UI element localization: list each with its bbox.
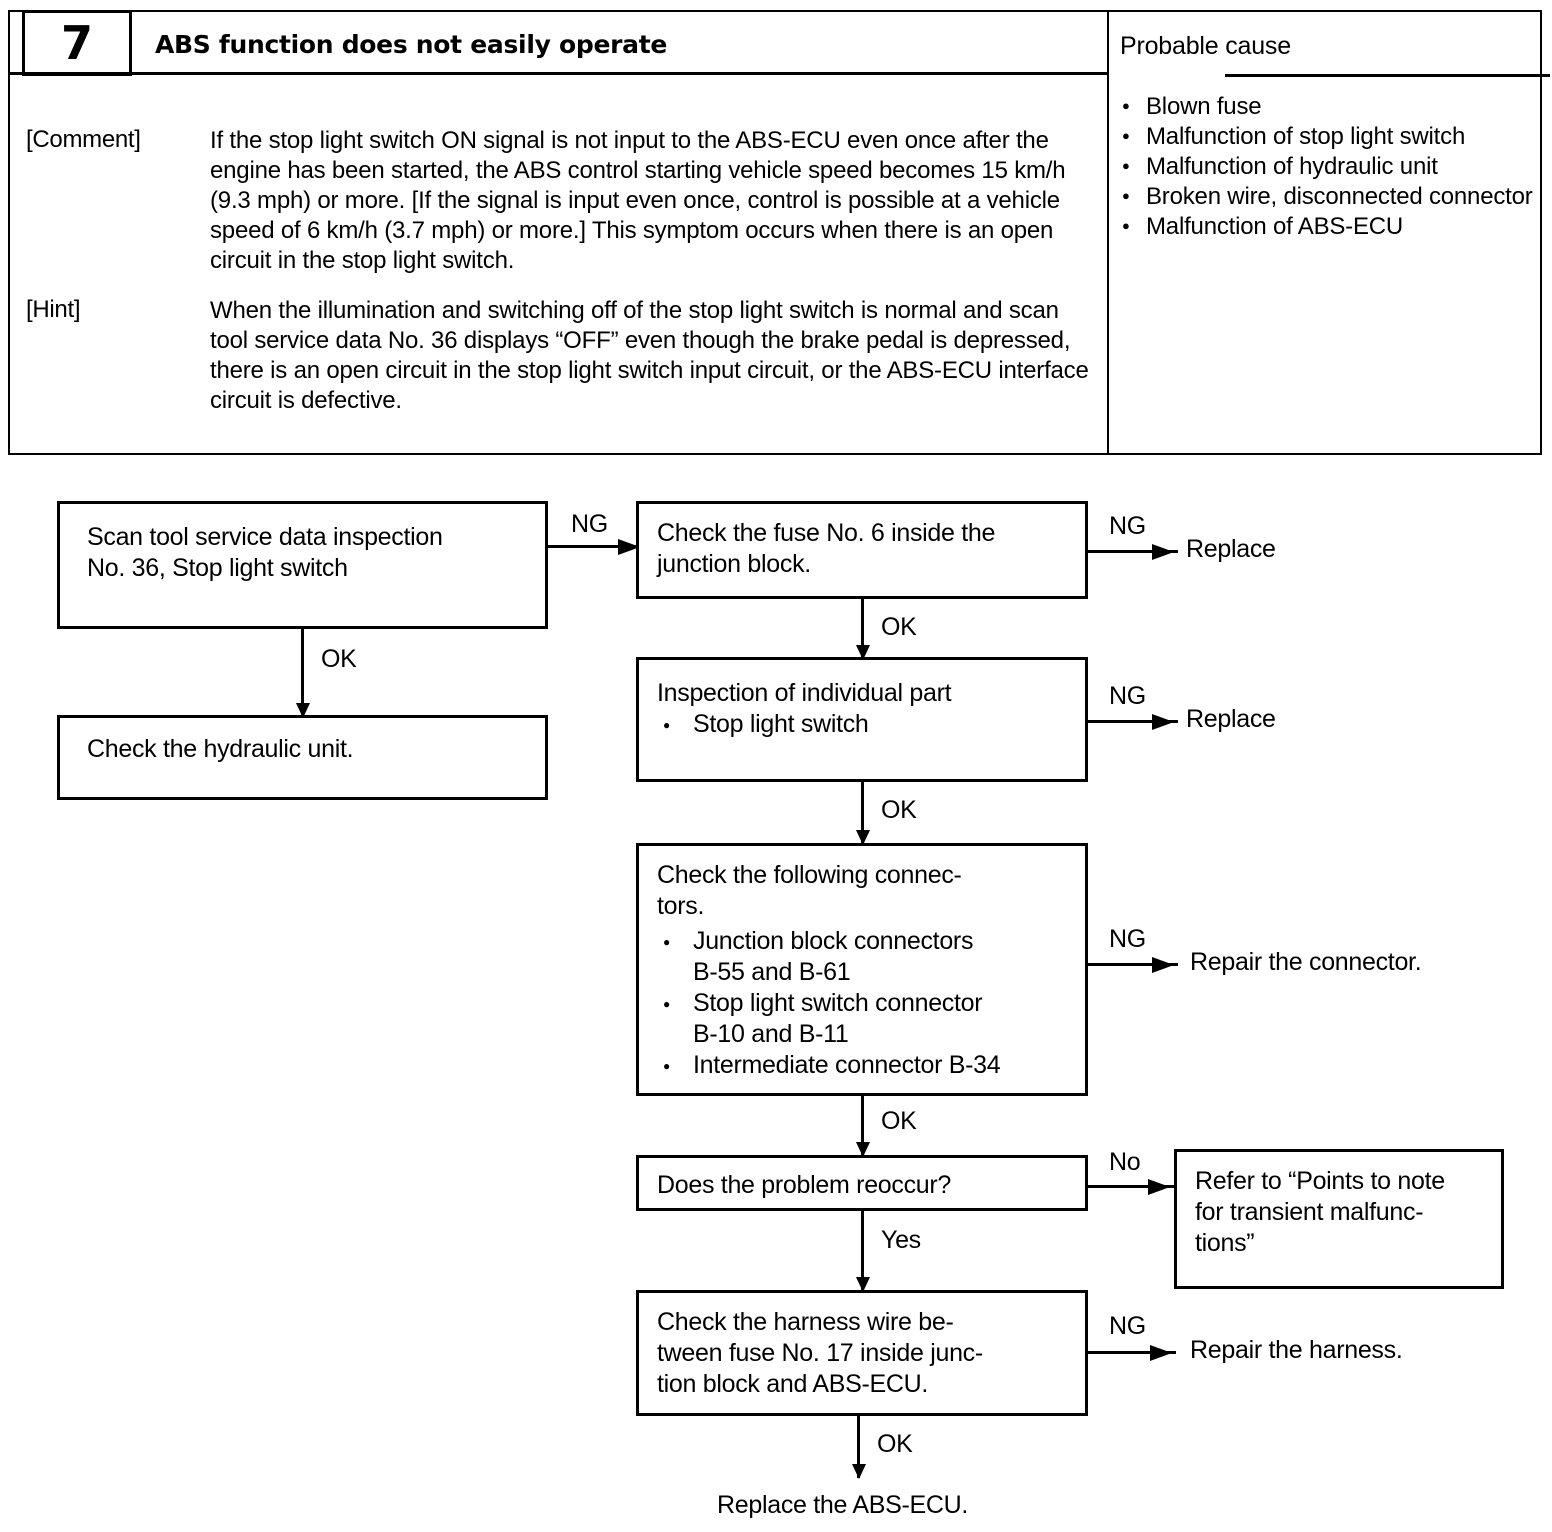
flow-box-connectors-title: Check the following connec- tors. — [657, 861, 962, 920]
flow-box-harness-check: Check the harness wire be- tween fuse No… — [636, 1290, 1088, 1416]
flow-box-fuse-check-text: Check the fuse No. 6 inside the junction… — [657, 519, 996, 578]
symptom-summary-table: 7 ABS function does not easily operate P… — [8, 10, 1550, 455]
edge-ok-harness-to-replace-ecu — [857, 1416, 860, 1478]
flow-box-connectors: Check the following connec- tors. Juncti… — [636, 843, 1088, 1096]
edge-label-ng3: NG — [1106, 682, 1149, 711]
arrow-down-icon — [296, 703, 310, 718]
edge-ok-fuse-to-inspection — [861, 599, 864, 659]
flow-box-individual-part-title: Inspection of individual part — [657, 679, 952, 707]
comment-label: [Comment] — [26, 126, 141, 153]
symptom-number-box: 7 — [22, 10, 132, 76]
edge-label-ok3: OK — [878, 796, 920, 825]
flow-box-individual-part: Inspection of individual part Stop light… — [636, 657, 1088, 782]
arrow-right-icon — [1150, 1345, 1172, 1361]
edge-ok-inspection-to-connectors — [861, 782, 864, 844]
flow-box-fuse-check: Check the fuse No. 6 inside the junction… — [636, 501, 1088, 599]
arrow-down-icon — [856, 1277, 870, 1292]
arrow-right-icon — [1148, 1179, 1170, 1195]
flow-box-transient-malfunctions-text: Refer to “Points to note for transient m… — [1195, 1167, 1445, 1257]
flow-box-problem-reoccur-text: Does the problem reoccur? — [657, 1171, 952, 1199]
flow-box-individual-part-list: Stop light switch — [659, 709, 869, 741]
symptom-number: 7 — [60, 16, 93, 70]
edge-label-ok5: OK — [874, 1430, 916, 1459]
arrow-down-icon — [856, 645, 870, 660]
arrow-right-icon — [618, 539, 640, 555]
edge-ok-scan-to-hydraulic — [301, 629, 304, 716]
table-header-rule — [10, 72, 1107, 75]
edge-yes-reoccur-to-harness — [861, 1211, 864, 1291]
probable-cause-title: Probable cause — [1120, 32, 1291, 60]
flow-box-harness-check-text: Check the harness wire be- tween fuse No… — [657, 1308, 983, 1398]
list-item: Junction block connectors B-55 and B-61 — [659, 926, 1000, 988]
list-item: Intermediate connector B-34 — [659, 1050, 1001, 1082]
arrow-down-icon — [856, 1142, 870, 1157]
probable-cause-rule — [1225, 74, 1550, 77]
edge-ng-fuse-to-replace — [1088, 550, 1178, 553]
arrow-down-icon — [852, 1464, 866, 1479]
probable-cause-list: Blown fuse Malfunction of stop light swi… — [1118, 91, 1538, 242]
flow-box-scan-tool-text: Scan tool service data inspection No. 36… — [87, 523, 443, 582]
edge-label-no1: No — [1106, 1148, 1144, 1177]
list-item: Stop light switch connector B-10 and B-1… — [659, 988, 1000, 1050]
edge-label-ok2: OK — [878, 613, 920, 642]
flow-box-hydraulic-unit-text: Check the hydraulic unit. — [87, 735, 354, 763]
terminal-replace-ecu: Replace the ABS-ECU. — [717, 1491, 969, 1519]
flow-box-transient-malfunctions: Refer to “Points to note for transient m… — [1174, 1149, 1504, 1289]
list-item: Blown fuse — [1118, 91, 1538, 122]
edge-ng-inspection-to-replace — [1088, 720, 1178, 723]
edge-ok-connectors-to-reoccur — [861, 1096, 864, 1156]
list-item: Malfunction of hydraulic unit — [1118, 151, 1538, 182]
terminal-replace-fuse: Replace — [1186, 535, 1276, 563]
list-item: Broken wire, disconnected connector — [1118, 181, 1538, 212]
terminal-replace-switch: Replace — [1186, 705, 1276, 733]
arrow-right-icon — [1152, 714, 1174, 730]
list-item: Malfunction of ABS-ECU — [1118, 211, 1538, 242]
arrow-right-icon — [1152, 957, 1174, 973]
flow-box-hydraulic-unit: Check the hydraulic unit. — [57, 715, 548, 800]
edge-label-ng4: NG — [1106, 925, 1149, 954]
flow-box-connectors-list: Junction block connectors B-55 and B-61 … — [659, 926, 1001, 1082]
edge-ng-harness-to-repair — [1088, 1351, 1176, 1354]
edge-label-ng2: NG — [1106, 512, 1149, 541]
table-vertical-divider — [1107, 12, 1109, 455]
edge-no-reoccur-to-transient — [1088, 1185, 1176, 1188]
hint-text: When the illumination and switching off … — [210, 297, 1089, 414]
edge-label-ok4: OK — [878, 1107, 920, 1136]
edge-label-ng1: NG — [568, 510, 611, 539]
arrow-right-icon — [1152, 544, 1174, 560]
terminal-repair-harness: Repair the harness. — [1190, 1336, 1403, 1364]
edge-label-ok1: OK — [318, 645, 360, 674]
comment-text: If the stop light switch ON signal is no… — [210, 127, 1066, 274]
terminal-repair-connector: Repair the connector. — [1190, 948, 1422, 976]
edge-ng-scan-to-fuse — [548, 545, 640, 548]
edge-ng-connectors-to-repair — [1088, 963, 1178, 966]
hint-label: [Hint] — [26, 296, 81, 323]
symptom-title: ABS function does not easily operate — [155, 30, 668, 59]
list-item: Malfunction of stop light switch — [1118, 121, 1538, 152]
list-item: Stop light switch — [659, 709, 869, 741]
edge-label-ng5: NG — [1106, 1312, 1149, 1341]
flow-box-problem-reoccur: Does the problem reoccur? — [636, 1155, 1088, 1211]
arrow-down-icon — [856, 830, 870, 845]
flow-box-scan-tool: Scan tool service data inspection No. 36… — [57, 501, 548, 629]
edge-label-yes1: Yes — [878, 1226, 924, 1255]
